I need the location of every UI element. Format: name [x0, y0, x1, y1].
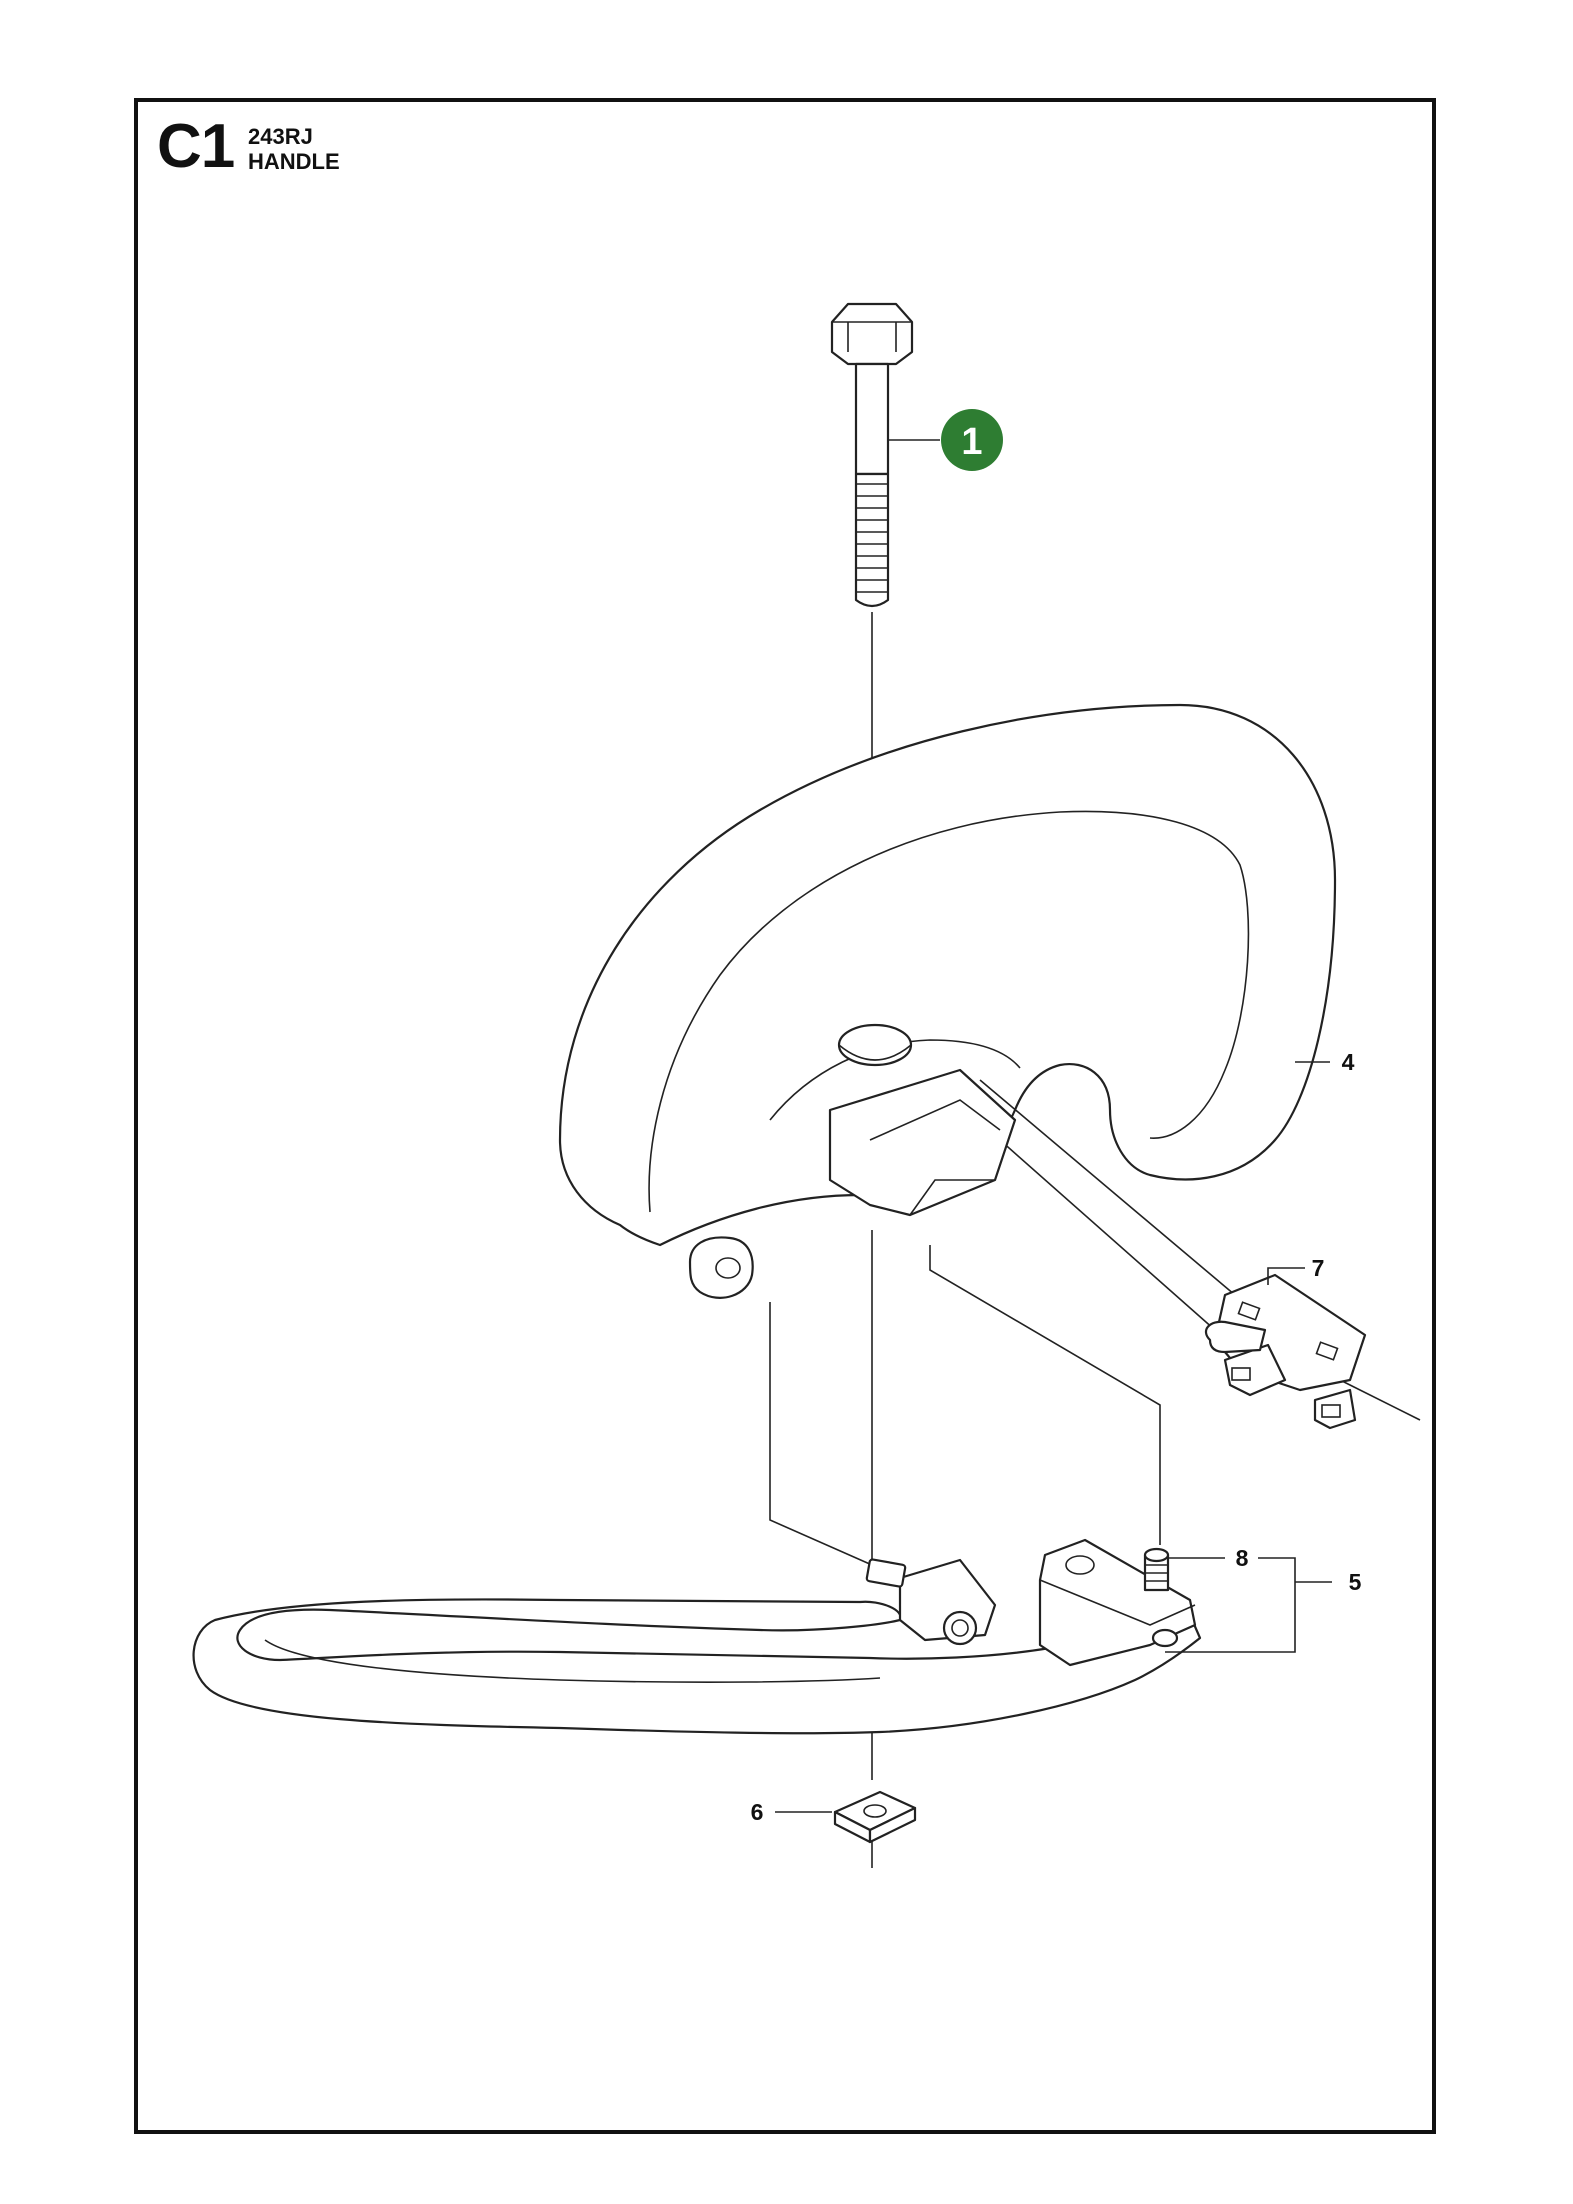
shaft-section	[828, 1068, 1421, 1421]
callout-6: 6	[751, 1799, 832, 1825]
front-handle-part	[558, 703, 1337, 1299]
callout-7-label: 7	[1312, 1255, 1325, 1281]
section-code: C1	[157, 112, 235, 181]
callout-7: 7	[1267, 1255, 1325, 1285]
callout-6-label: 6	[751, 1799, 764, 1825]
clamp-part	[1204, 1273, 1367, 1430]
square-nut-part	[833, 1790, 917, 1844]
callout-4-label: 4	[1342, 1049, 1355, 1075]
rear-bracket-part	[192, 1538, 1202, 1735]
section-title: HANDLE	[248, 149, 340, 174]
callout-5-label: 5	[1349, 1569, 1362, 1595]
model-number: 243RJ	[248, 124, 313, 149]
callout-4: 4	[1295, 1049, 1355, 1075]
assembly-lines	[769, 1245, 1161, 1566]
callout-badge	[941, 409, 1003, 471]
callout-1-label: 1	[961, 421, 982, 463]
callout-1: 1	[888, 409, 1003, 471]
callout-8-label: 8	[1236, 1545, 1249, 1571]
drawing-frame	[134, 98, 1436, 2134]
callout-5: 5	[1165, 1557, 1362, 1653]
callout-8: 8	[1168, 1545, 1249, 1571]
bolt-part	[830, 302, 914, 608]
